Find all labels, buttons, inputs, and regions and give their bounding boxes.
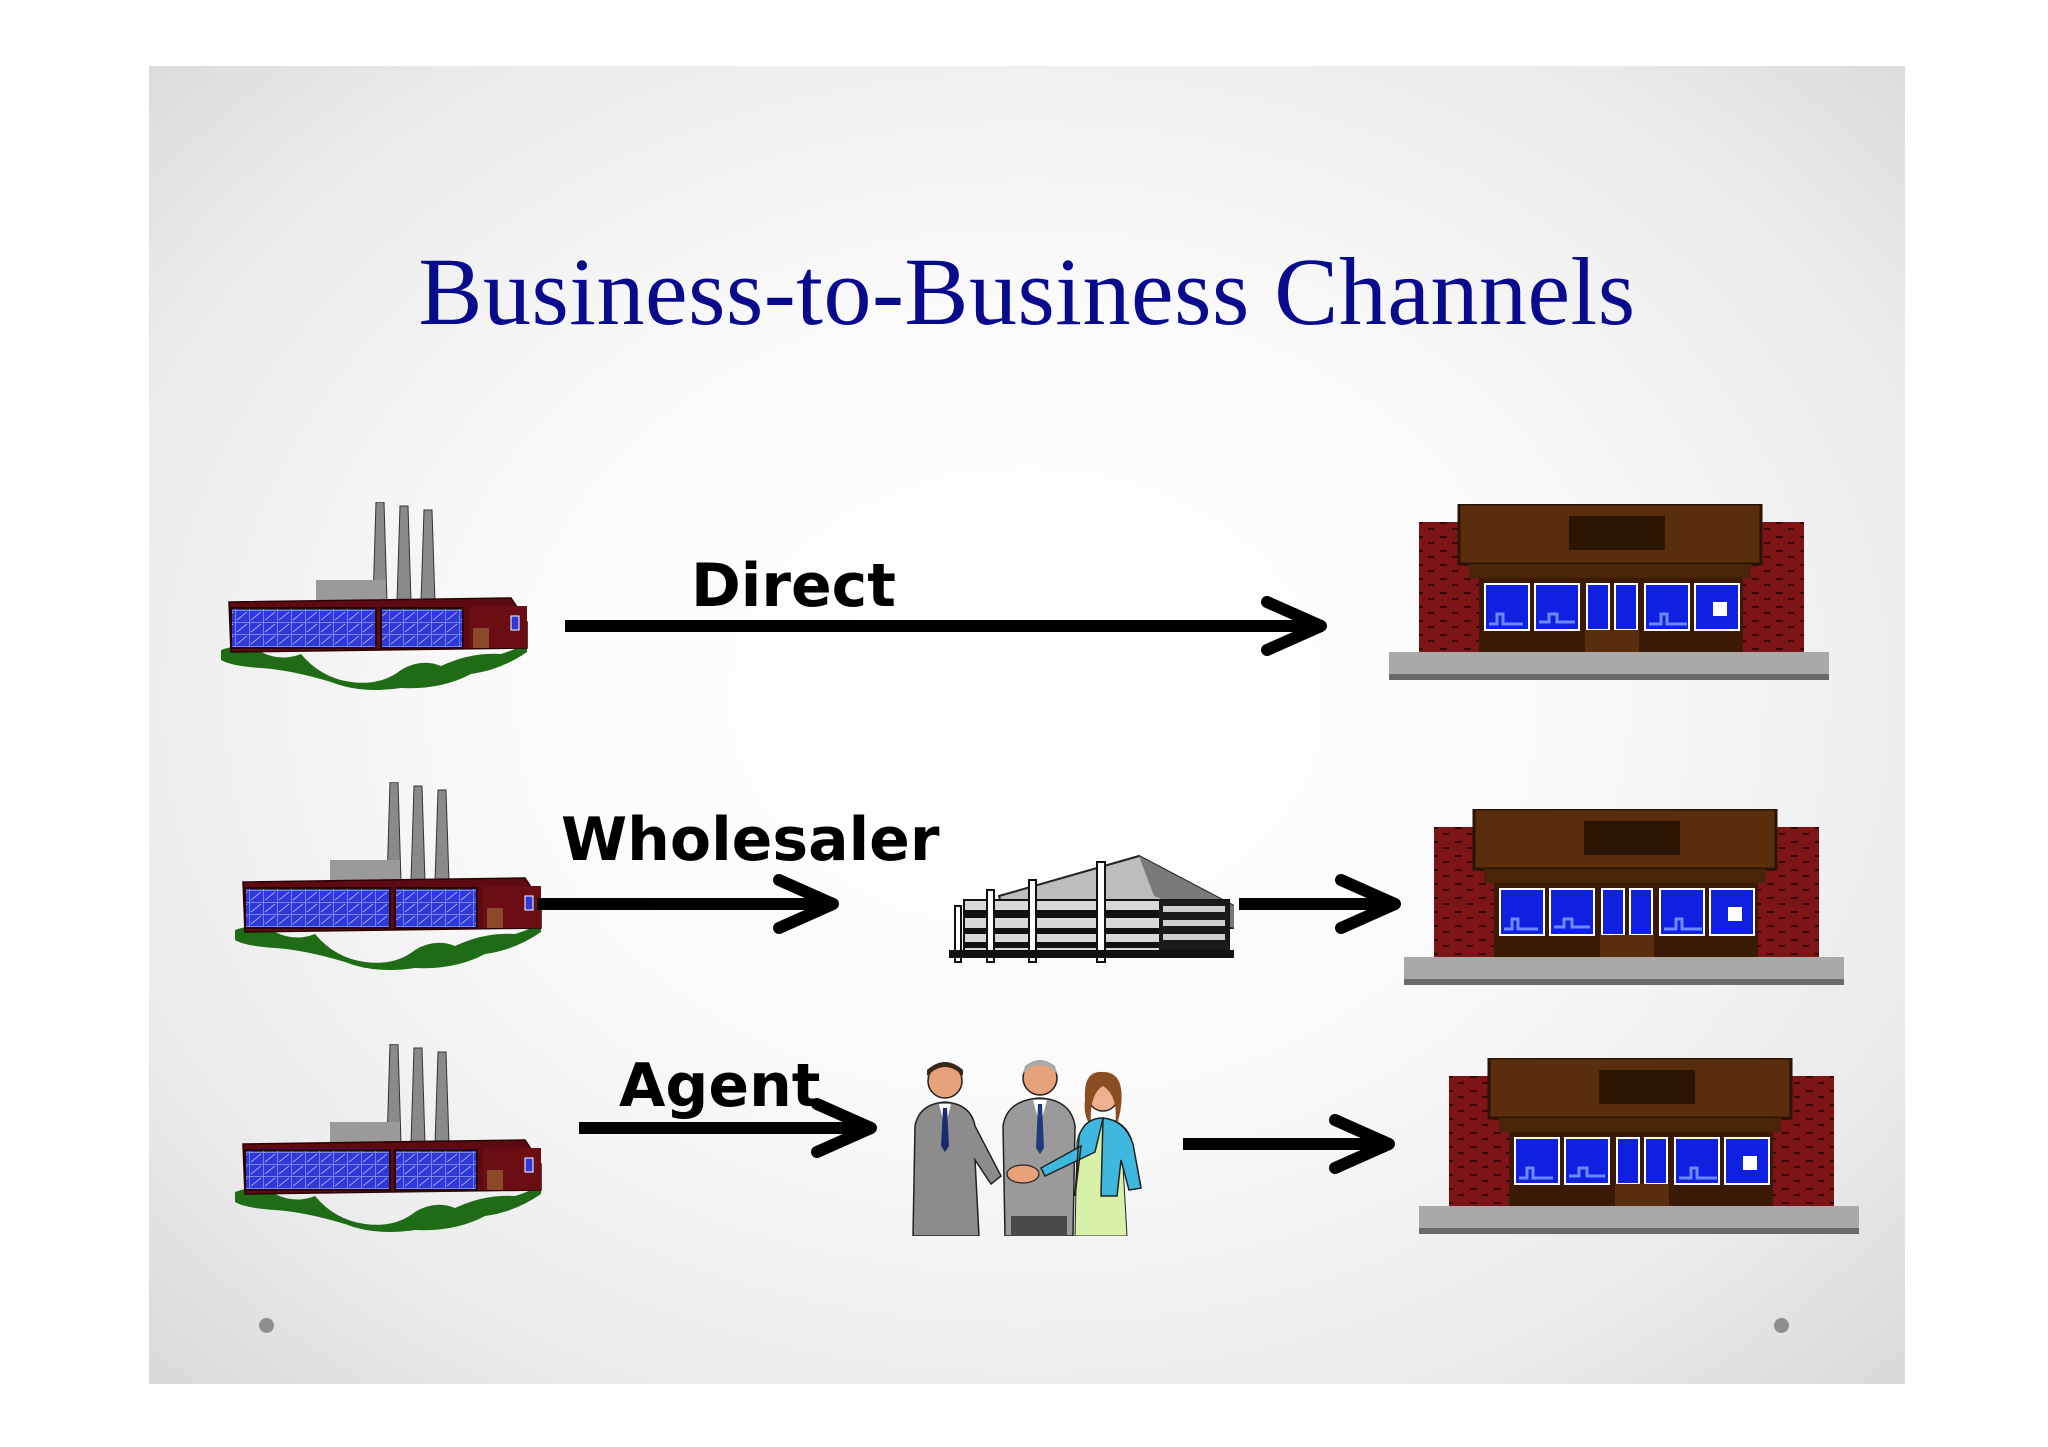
factory-icon bbox=[235, 1044, 542, 1233]
slide-dot-left bbox=[259, 1318, 274, 1333]
arrow-direct bbox=[565, 596, 1327, 656]
store-icon bbox=[1419, 1058, 1859, 1236]
store-icon bbox=[1389, 504, 1829, 682]
channel-label-agent: Agent bbox=[619, 1051, 821, 1121]
slide: Business-to-Business Channels Direct Who… bbox=[149, 66, 1905, 1384]
channel-label-direct: Direct bbox=[691, 551, 896, 621]
arrow-wholesaler-1 bbox=[537, 874, 839, 934]
arrow-agent-2 bbox=[1183, 1114, 1395, 1174]
store-icon bbox=[1404, 809, 1844, 987]
arrow-wholesaler-2 bbox=[1239, 874, 1401, 934]
factory-icon bbox=[221, 502, 528, 691]
channel-label-wholesaler: Wholesaler bbox=[561, 805, 940, 875]
factory-icon bbox=[235, 782, 542, 971]
arrow-agent-1 bbox=[579, 1098, 877, 1158]
slide-title: Business-to-Business Channels bbox=[418, 238, 1636, 345]
agents-people-icon bbox=[912, 1060, 1142, 1236]
slide-dot-right bbox=[1774, 1318, 1789, 1333]
wholesale-building-icon bbox=[949, 854, 1234, 963]
